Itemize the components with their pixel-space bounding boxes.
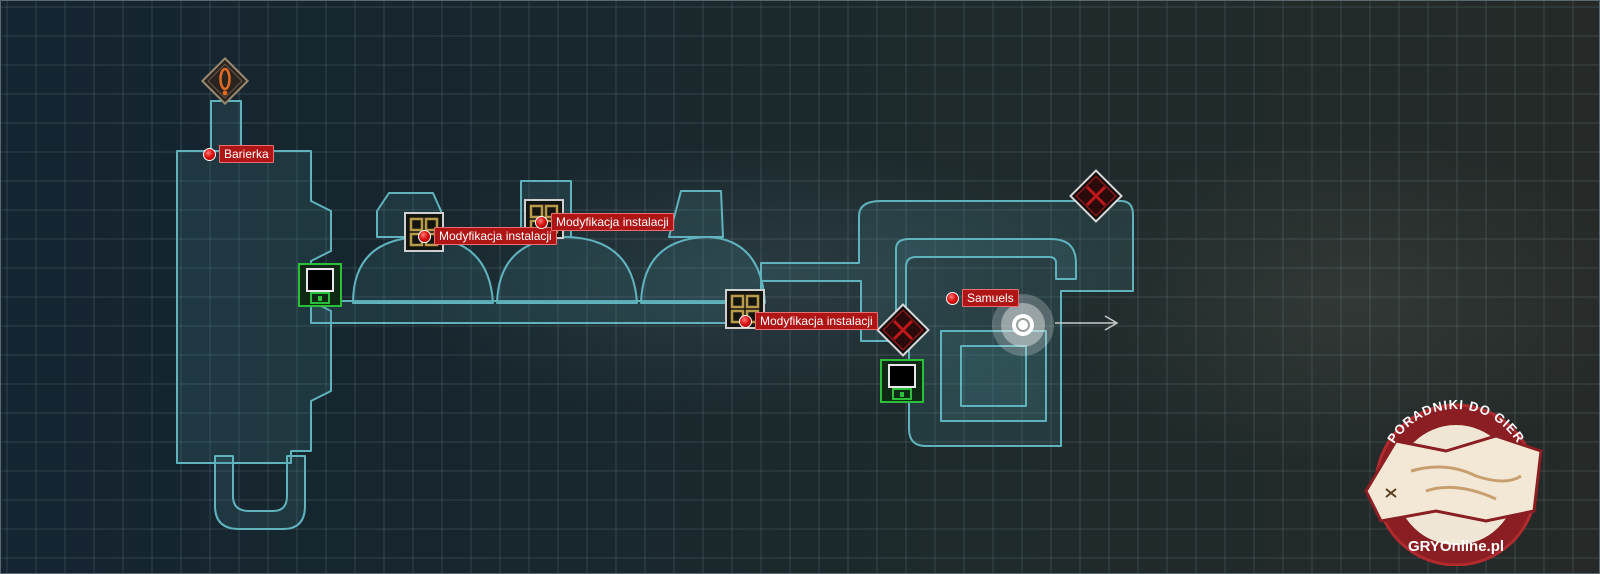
blocked-passage-icon[interactable] bbox=[872, 299, 934, 361]
bottom-loop bbox=[214, 455, 306, 530]
save-station-icon[interactable] bbox=[880, 359, 924, 403]
watermark-bottom-text: GRYOnline.pl bbox=[1408, 538, 1504, 555]
marker-label: Barierka bbox=[219, 145, 274, 163]
save-station-icon[interactable] bbox=[298, 263, 342, 307]
marker-label: Modyfikacja instalacji bbox=[434, 227, 557, 245]
right-outer bbox=[760, 200, 1134, 447]
marker-label: Modyfikacja instalacji bbox=[551, 213, 674, 231]
marker-modyfikacja-1[interactable]: Modyfikacja instalacji bbox=[418, 227, 557, 245]
marker-dot-icon bbox=[946, 291, 959, 305]
dome-room-2 bbox=[496, 236, 638, 304]
marker-dot-icon bbox=[535, 215, 548, 229]
marker-samuels[interactable]: Samuels bbox=[946, 289, 1019, 307]
marker-label: Samuels bbox=[962, 289, 1019, 307]
right-core bbox=[940, 330, 1047, 422]
marker-barierka[interactable]: Barierka bbox=[203, 145, 274, 163]
marker-dot-icon bbox=[418, 229, 431, 243]
main-corridor bbox=[310, 300, 762, 324]
exit-arrow-icon[interactable] bbox=[1053, 313, 1123, 333]
marker-dot-icon bbox=[203, 147, 216, 161]
warning-exclamation-icon[interactable] bbox=[197, 53, 253, 109]
marker-label: Modyfikacja instalacji bbox=[755, 312, 878, 330]
blocked-passage-icon[interactable] bbox=[1065, 165, 1127, 227]
upper-stub-3 bbox=[668, 190, 724, 238]
left-hall bbox=[176, 150, 332, 464]
marker-dot-icon bbox=[739, 314, 752, 328]
right-core-inner bbox=[960, 345, 1027, 407]
marker-modyfikacja-3[interactable]: Modyfikacja instalacji bbox=[739, 312, 878, 330]
player-position-icon bbox=[992, 294, 1054, 356]
gryonline-watermark-logo: PORADNIKI DO GIER GRYOnline.pl bbox=[1364, 397, 1543, 566]
right-inner bbox=[895, 238, 1077, 332]
marker-modyfikacja-2[interactable]: Modyfikacja instalacji bbox=[535, 213, 674, 231]
